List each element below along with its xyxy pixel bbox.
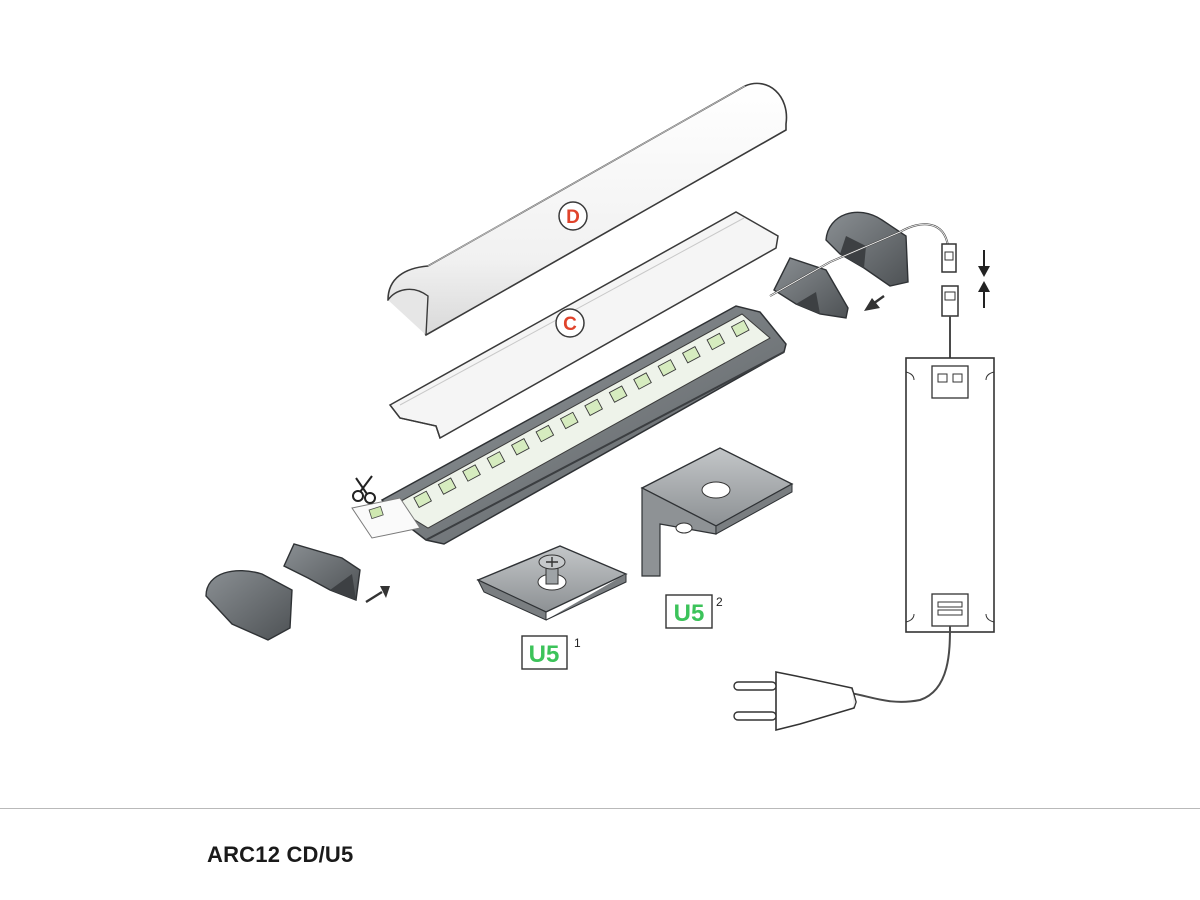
footer-divider [0,808,1200,809]
connector-icon [941,243,959,360]
mounting-clip-2 [640,447,794,577]
led-chip [437,477,457,495]
led-chip [462,464,481,482]
label-badge-d: D [558,201,588,231]
cover-c: C [388,211,779,440]
led-chip [608,385,628,403]
led-chip [584,398,604,417]
mount-label-2-index: 2 [716,595,723,609]
label-d: D [566,207,580,228]
mount-label-2: U5 2 [665,594,723,629]
scissors-icon [352,475,376,504]
led-chip [510,437,530,456]
aluminium-profile [380,305,787,545]
mount-label-2-text: U5 [674,600,705,627]
compress-arrows-icon [978,250,990,308]
led-chip [559,411,579,430]
led-chip [413,490,433,509]
led-driver [905,357,995,633]
led-chip [486,451,506,469]
power-cable [769,223,949,297]
led-chip [706,332,726,351]
product-code: ARC12 CD/U5 [207,842,354,867]
led-chip [535,424,555,443]
end-cap-left-open [205,569,293,641]
mount-label-1: U5 1 [521,635,581,670]
mains-cable [849,625,951,703]
mount-label-1-text: U5 [529,641,560,668]
mount-label-1-index: 1 [574,636,581,650]
led-chip [730,319,750,338]
led-strip-tail [351,497,421,539]
led-chip [681,345,701,364]
arrow-icon-right [864,295,885,311]
power-plug-icon [733,671,857,732]
mounting-clip-1 [476,545,628,621]
end-cap-left-plug [283,543,361,601]
arrow-icon-left [365,586,390,604]
label-badge-c: C [555,308,585,338]
end-cap-right-open [825,211,909,287]
led-chip [657,359,677,377]
diffuser-d: D [387,82,788,337]
end-cap-right-plug [773,257,849,319]
led-chip [633,372,652,390]
label-c: C [563,314,577,335]
